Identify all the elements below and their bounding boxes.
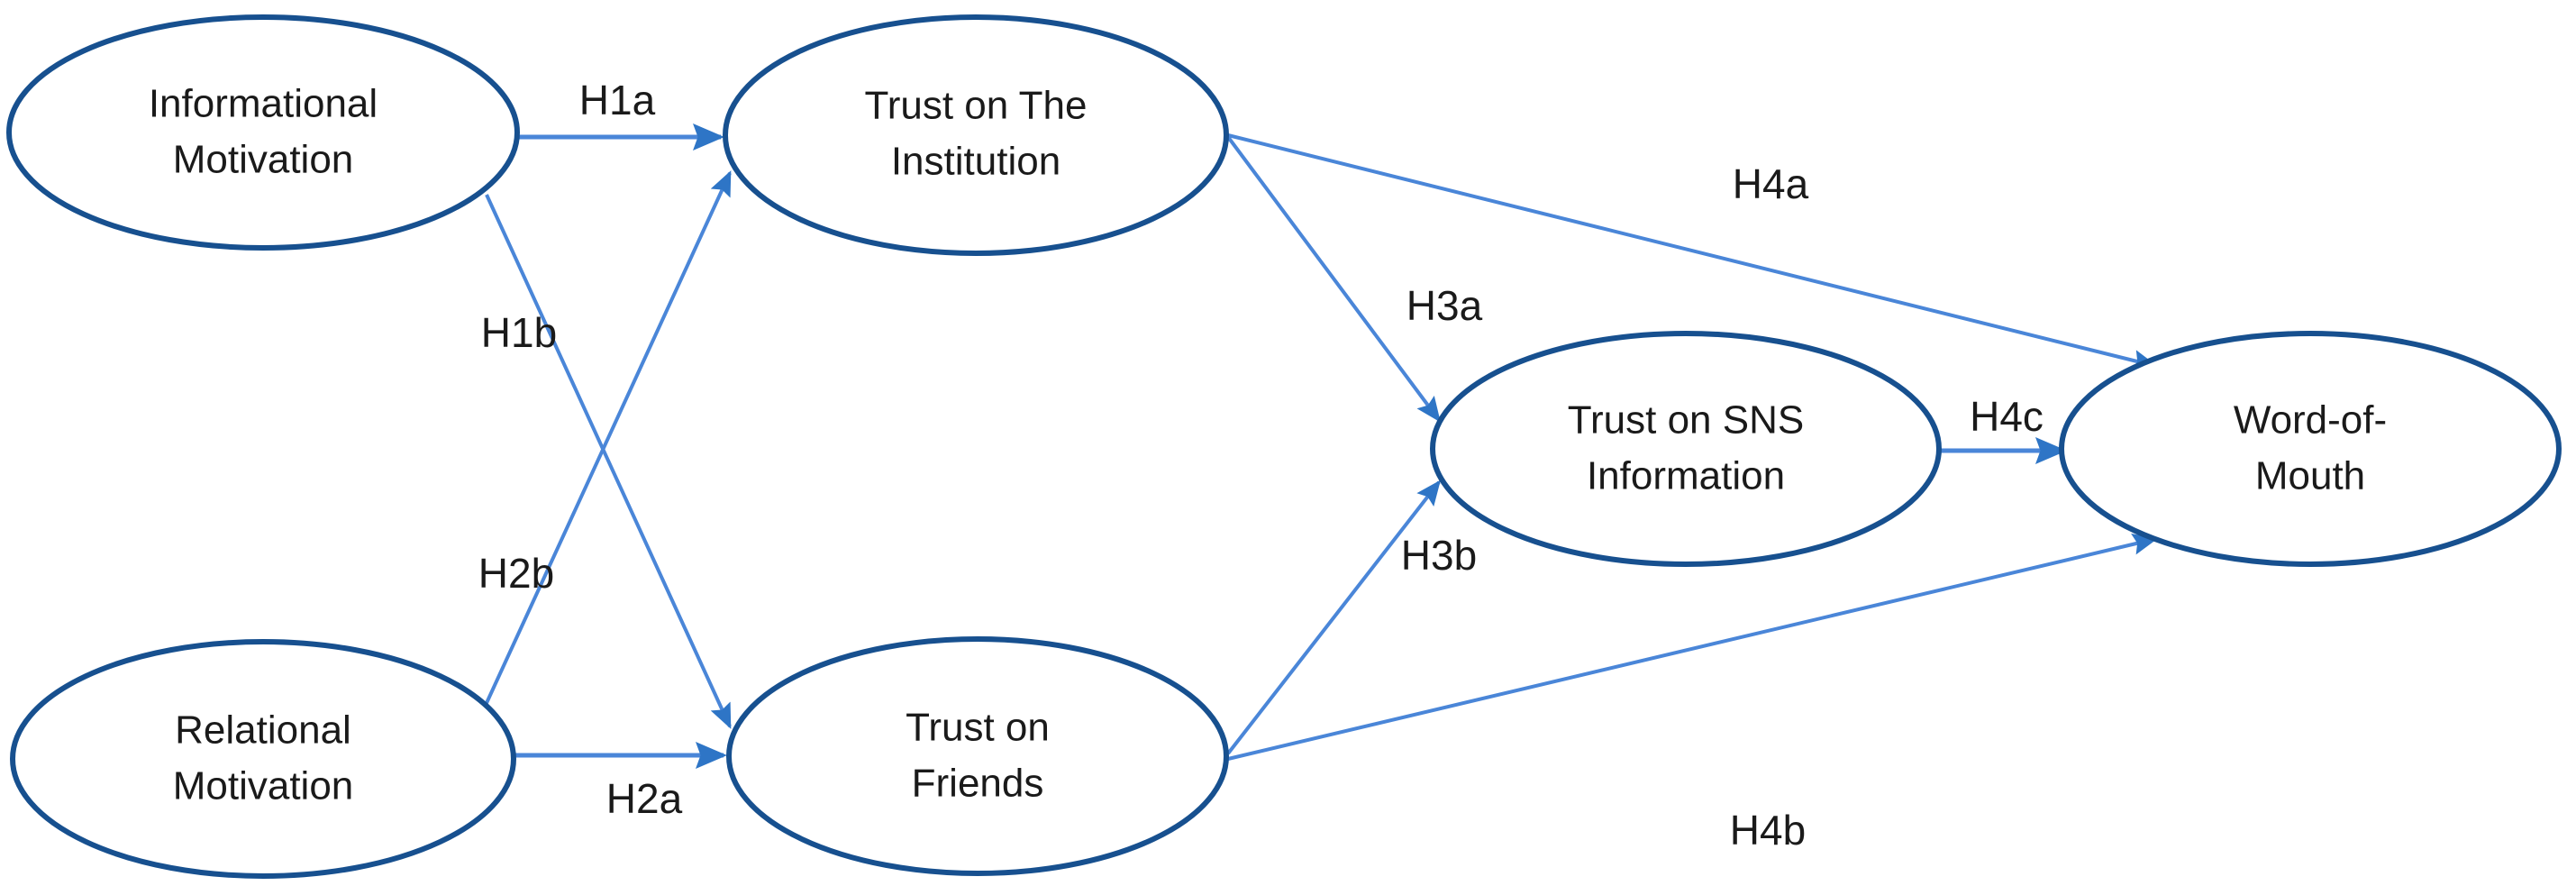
node-label-trust-on-sns-information-line1: Trust on SNS (1568, 398, 1804, 443)
edge-h3a (1226, 135, 1441, 423)
edge-label-h4b: H4b (1730, 807, 1806, 854)
edge-h2b (485, 170, 732, 704)
edge-h4a (1227, 133, 2159, 371)
edge-label-h2b: H2b (478, 550, 554, 597)
node-label-informational-motivation-line1: Informational (149, 82, 378, 126)
edge-label-h1b: H1b (481, 309, 557, 356)
node-relational-motivation[interactable]: Relational Motivation (10, 639, 516, 879)
edge-labels-layer: H1a H1b H2a H2b H3a H3b H4a H4b H4c (478, 77, 2044, 854)
node-ellipse-trust-on-the-institution (723, 14, 1229, 256)
nodes-layer: Informational Motivation Relational Moti… (6, 14, 2562, 879)
node-word-of-mouth[interactable]: Word-of- Mouth (2059, 331, 2562, 567)
node-trust-on-the-institution[interactable]: Trust on The Institution (723, 14, 1229, 256)
node-trust-on-sns-information[interactable]: Trust on SNS Information (1430, 331, 1942, 567)
edge-h1b (485, 194, 732, 729)
edge-label-h2a: H2a (606, 775, 683, 822)
node-ellipse-trust-on-friends (726, 636, 1229, 876)
node-ellipse-trust-on-sns-information (1430, 331, 1942, 567)
node-label-trust-on-the-institution-line1: Trust on The (864, 84, 1087, 128)
node-ellipse-informational-motivation (6, 14, 520, 251)
node-informational-motivation[interactable]: Informational Motivation (6, 14, 520, 251)
edge-label-h1a: H1a (579, 77, 656, 123)
node-ellipse-relational-motivation (10, 639, 516, 879)
node-label-word-of-mouth-line1: Word-of- (2234, 398, 2387, 443)
node-ellipse-word-of-mouth (2059, 331, 2562, 567)
node-label-trust-on-friends-line1: Trust on (906, 706, 1050, 750)
edge-h4b (1227, 534, 2159, 761)
node-label-word-of-mouth-line2: Mouth (2255, 454, 2365, 498)
node-label-relational-motivation-line2: Motivation (173, 764, 354, 808)
node-label-trust-on-friends-line2: Friends (912, 762, 1044, 806)
node-trust-on-friends[interactable]: Trust on Friends (726, 636, 1229, 876)
edge-label-h3b: H3b (1401, 532, 1477, 579)
node-label-informational-motivation-line2: Motivation (173, 138, 354, 182)
edge-label-h4a: H4a (1733, 160, 1809, 207)
node-label-trust-on-the-institution-line2: Institution (891, 140, 1060, 184)
edges-layer (485, 123, 2159, 769)
edge-label-h4c: H4c (1970, 393, 2044, 440)
node-label-relational-motivation-line1: Relational (175, 708, 351, 753)
edge-h3b (1226, 479, 1441, 755)
node-label-trust-on-sns-information-line2: Information (1587, 454, 1785, 498)
edge-label-h3a: H3a (1406, 282, 1483, 329)
